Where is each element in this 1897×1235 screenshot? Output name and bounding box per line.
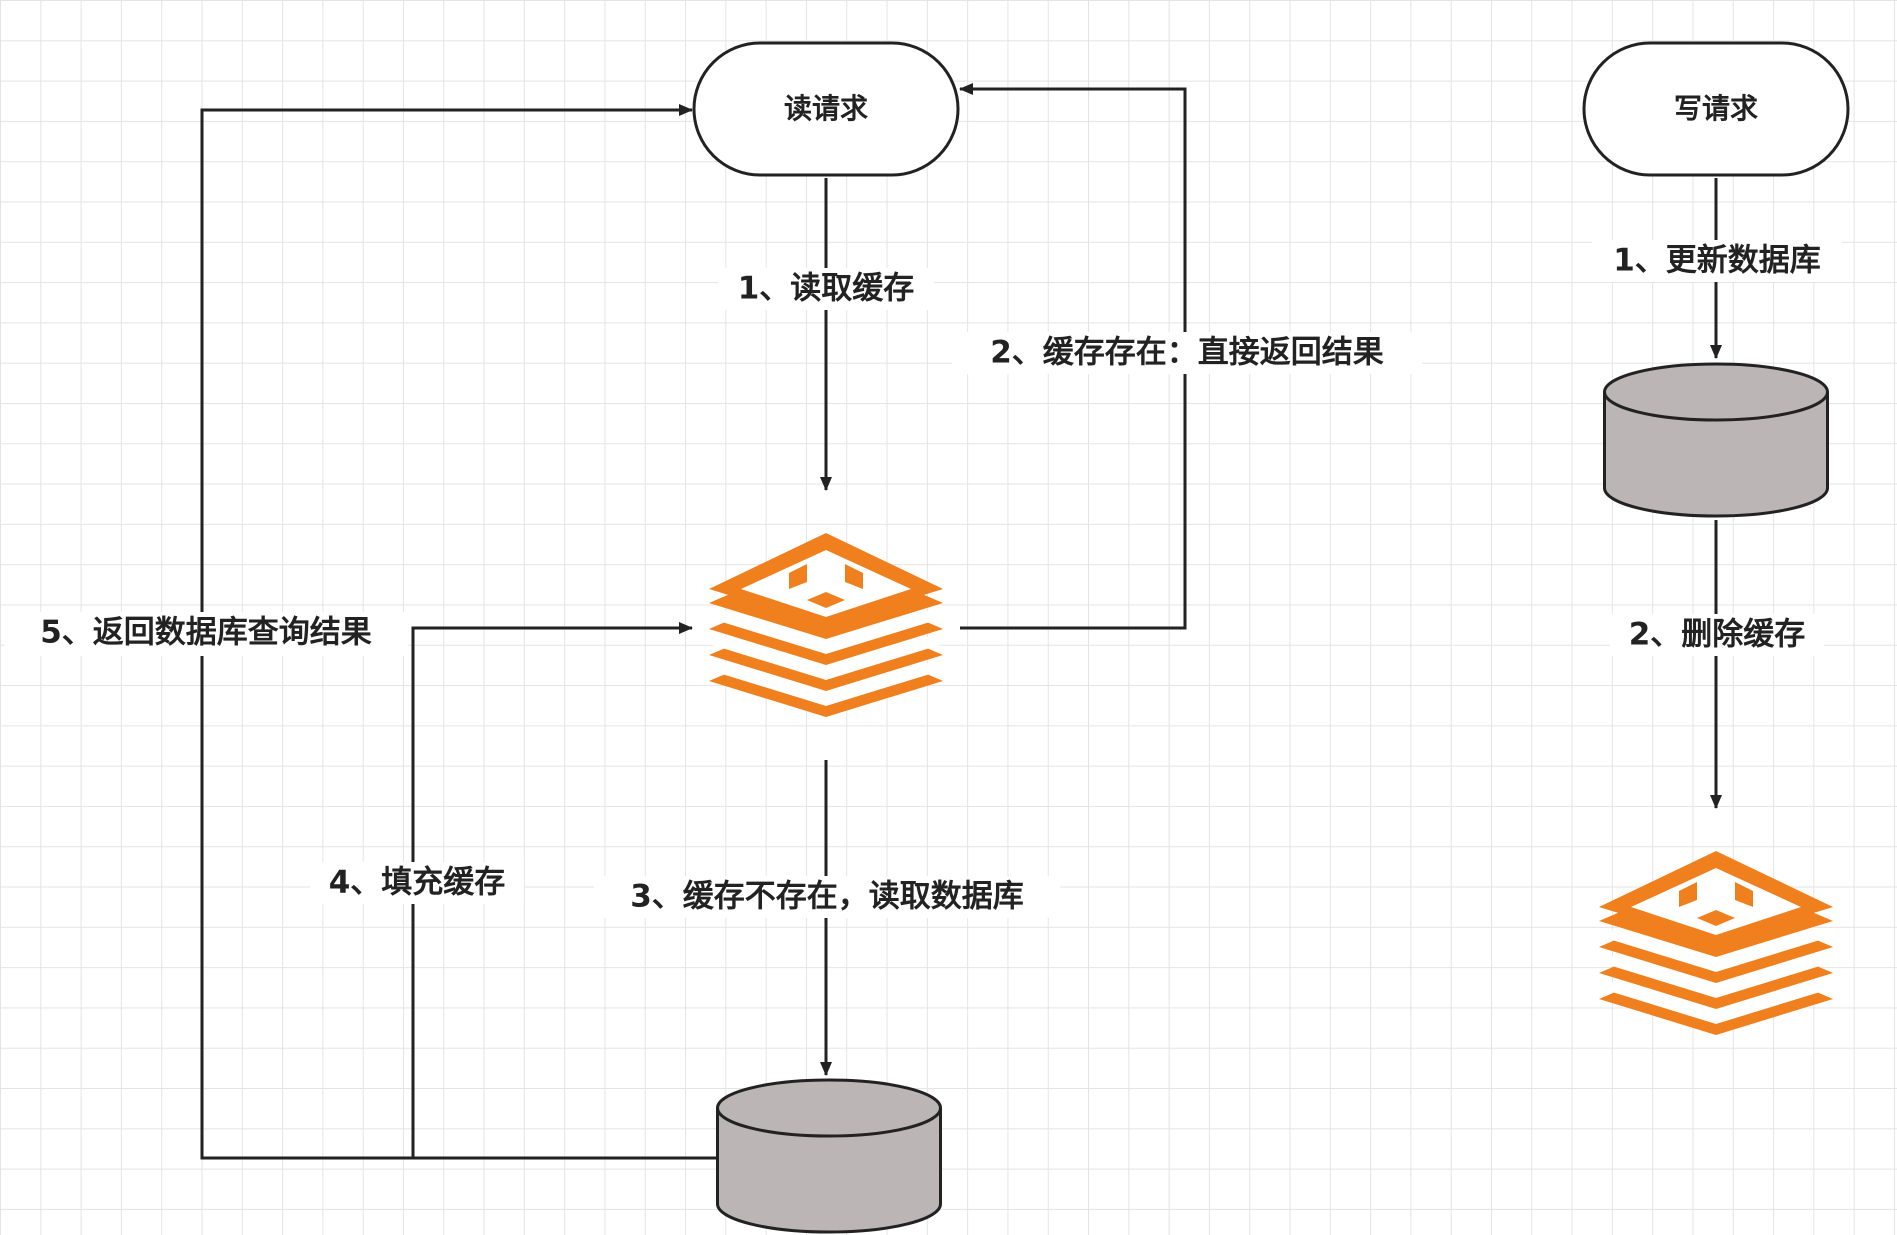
read-request-node: 读请求 xyxy=(692,41,960,177)
database-icon xyxy=(1603,362,1829,518)
read-cache-label: 1、读取缓存 xyxy=(738,271,915,307)
return-db-result-label: 5、返回数据库查询结果 xyxy=(40,615,372,651)
redis-icon xyxy=(709,533,943,717)
label-update-db: 1、更新数据库 xyxy=(1592,240,1842,282)
label-fill-cache: 4、填充缓存 xyxy=(310,862,524,904)
fill-cache-label: 4、填充缓存 xyxy=(329,865,506,901)
write-request-label: 写请求 xyxy=(1674,92,1758,125)
delete-cache-label: 2、删除缓存 xyxy=(1629,617,1806,653)
database-icon xyxy=(716,1078,942,1234)
label-return-db-result: 5、返回数据库查询结果 xyxy=(4,612,408,656)
cache-hit-label: 2、缓存存在：直接返回结果 xyxy=(990,335,1384,371)
label-delete-cache: 2、删除缓存 xyxy=(1610,614,1824,656)
label-cache-hit: 2、缓存存在：直接返回结果 xyxy=(952,332,1422,374)
write-request-node: 写请求 xyxy=(1582,41,1850,177)
read-request-label: 读请求 xyxy=(784,92,868,125)
redis-icon xyxy=(1599,851,1833,1035)
label-cache-miss: 3、缓存不存在，读取数据库 xyxy=(594,876,1060,918)
update-db-label: 1、更新数据库 xyxy=(1613,243,1821,279)
label-read-cache: 1、读取缓存 xyxy=(718,268,934,310)
cache-miss-label: 3、缓存不存在，读取数据库 xyxy=(630,879,1024,915)
